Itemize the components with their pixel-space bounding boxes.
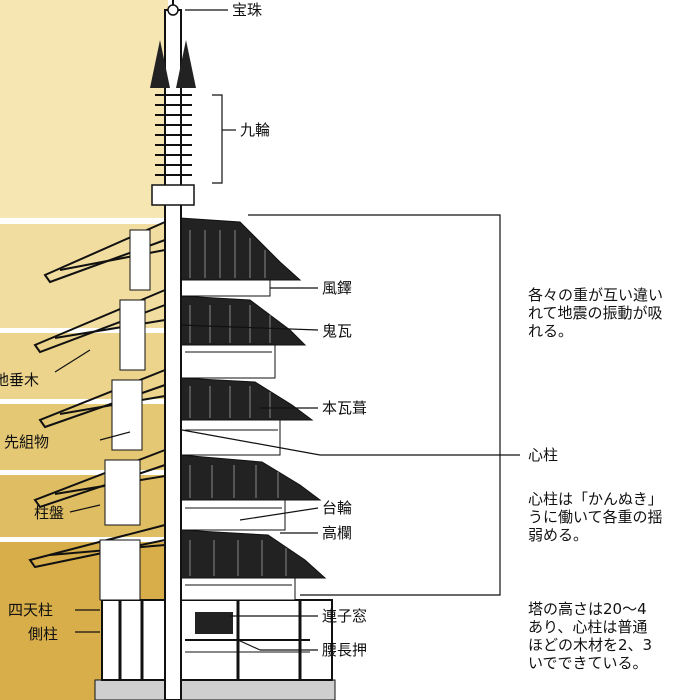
label-futaku: 風鐸 [322,279,353,297]
label-onigawara: 鬼瓦 [322,322,353,340]
label-shitenbashira: 四天柱 [8,601,54,619]
label-hashiramori: 柱盤 [34,504,65,522]
label-renjimado: 連子窓 [322,607,368,625]
label-jidaruki: 地垂木 [0,371,40,389]
label-sakigumimono: 先組物 [4,433,50,451]
label-koshinageshi: 腰長押 [322,641,368,659]
label-hongawarabuki: 本瓦葺 [322,399,368,417]
label-shinbashira: 心柱 [528,446,559,464]
label-kurin: 九輪 [240,121,271,139]
note-staggered-roofs: 各々の重が互い違い れて地震の振動が吸 れる。 [528,286,664,340]
label-koran: 高欄 [322,524,353,542]
label-hoju: 宝珠 [232,1,263,19]
note-shinbashira: 心柱は「かんぬき」 うに働いて各重の揺 弱める。 [528,490,663,544]
label-gawabashira: 側柱 [28,625,59,643]
bg-band-top [0,0,168,218]
label-dairin: 台輪 [322,499,353,517]
note-height: 塔の高さは20～4 あり、心柱は普通 ほどの木材を2、3 いでできている。 [528,600,653,672]
